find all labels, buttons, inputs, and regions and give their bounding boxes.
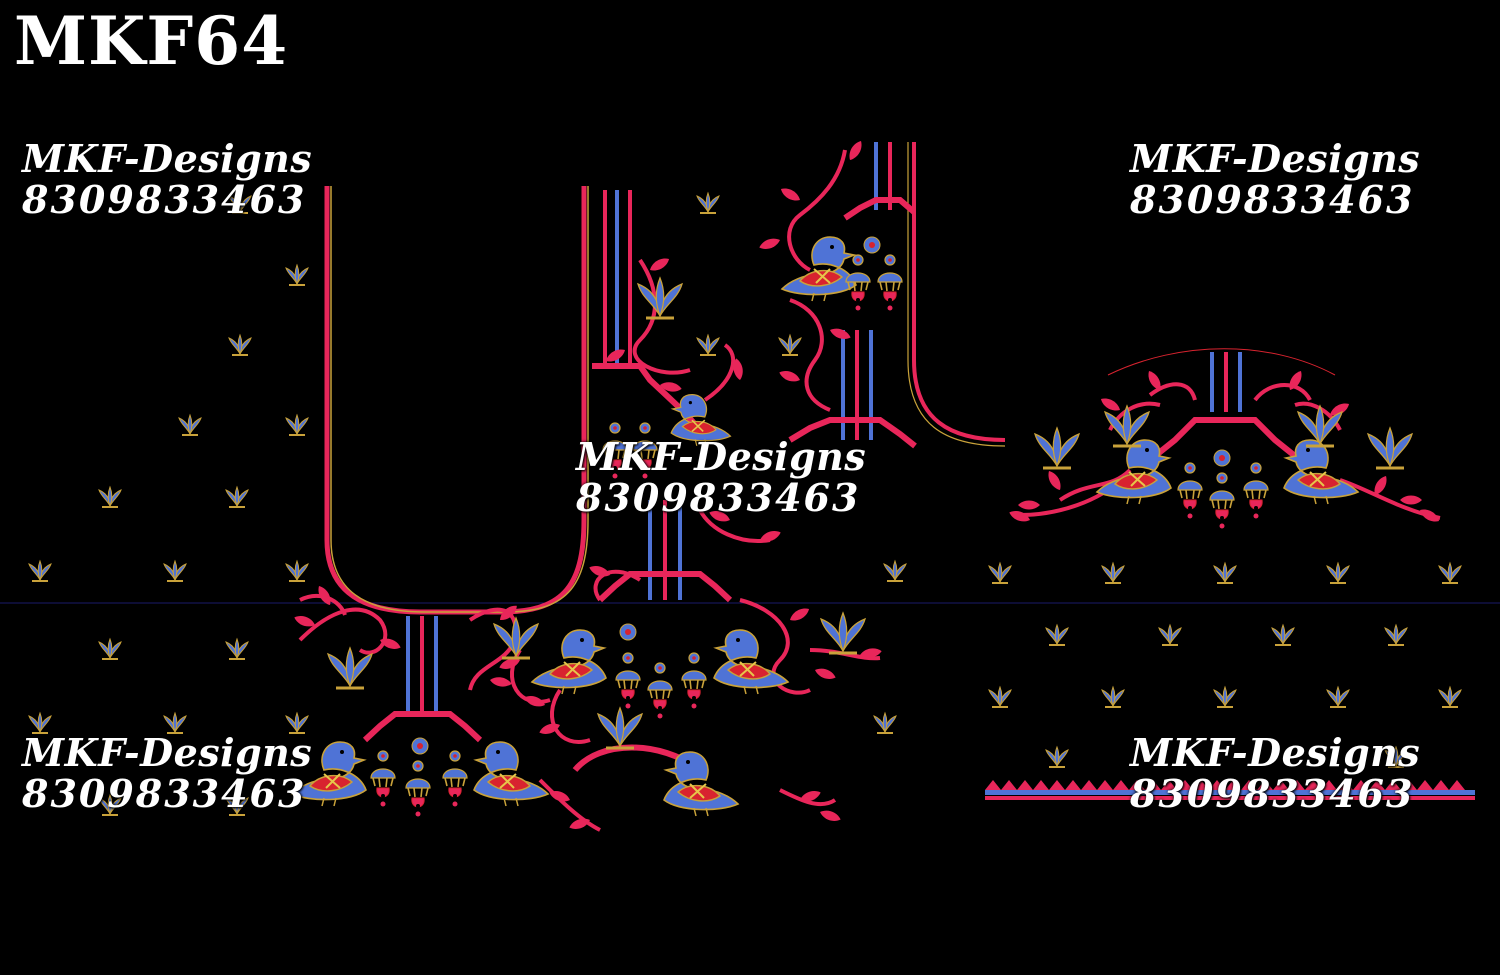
watermark-phone: 8309833463 bbox=[22, 177, 307, 223]
watermark-bottom-right: MKF-Designs 8309833463 bbox=[1130, 732, 1420, 814]
watermark-brand: MKF-Designs bbox=[22, 730, 313, 775]
sleeve-border bbox=[985, 780, 1475, 800]
watermark-brand: MKF-Designs bbox=[1130, 136, 1421, 181]
flower-icon bbox=[411, 236, 1231, 755]
watermark-center: MKF-Designs 8309833463 bbox=[576, 436, 866, 518]
back-neck-outline bbox=[907, 142, 1006, 447]
watermark-phone: 8309833463 bbox=[576, 475, 861, 521]
watermark-bottom-left: MKF-Designs 8309833463 bbox=[22, 732, 312, 814]
watermark-phone: 8309833463 bbox=[22, 771, 307, 817]
front-neck-outline bbox=[324, 186, 589, 615]
stripe-bands bbox=[406, 142, 1242, 716]
watermark-brand: MKF-Designs bbox=[22, 136, 313, 181]
watermark-top-right: MKF-Designs 8309833463 bbox=[1130, 138, 1420, 220]
watermark-phone: 8309833463 bbox=[1130, 771, 1415, 817]
watermark-top-left: MKF-Designs 8309833463 bbox=[22, 138, 312, 220]
design-code: MKF64 bbox=[14, 2, 289, 80]
watermark-brand: MKF-Designs bbox=[576, 434, 867, 479]
watermark-brand: MKF-Designs bbox=[1130, 730, 1421, 775]
watermark-phone: 8309833463 bbox=[1130, 177, 1415, 223]
